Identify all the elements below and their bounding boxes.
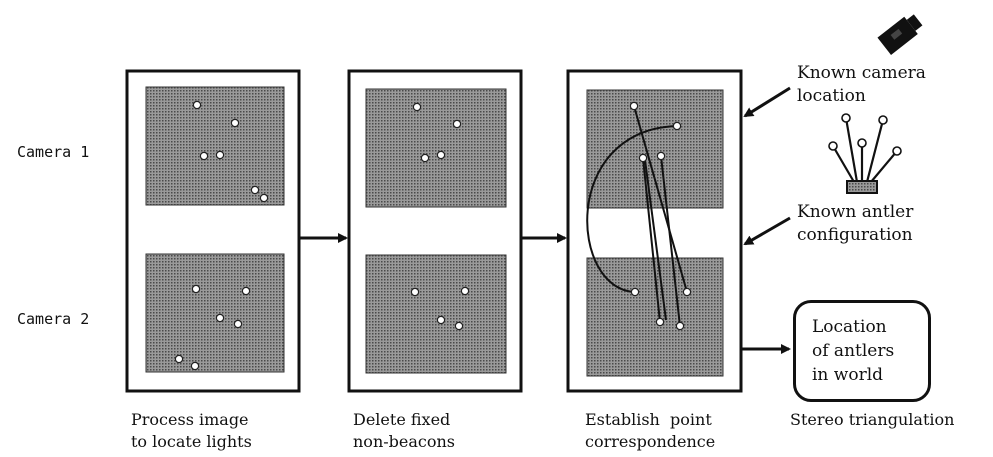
antler-icon	[828, 113, 902, 194]
caption-delete-fixed: Delete fixed non-beacons	[353, 410, 456, 451]
light-points	[174, 100, 269, 371]
panel-correspondence	[566, 69, 743, 393]
note-known-antler-configuration: Known antler configuration	[797, 202, 914, 245]
row-label-camera-1: Camera 1	[17, 143, 90, 161]
caption-correspondence: Establish point correspondence	[585, 410, 716, 451]
correspondence-lines	[586, 105, 688, 327]
caption-process-image: Process image to locate lights	[131, 410, 252, 451]
result-box: Location of antlers in world	[793, 300, 931, 402]
result-text: Location of antlers in world	[812, 317, 895, 385]
arrow-camera-location	[743, 86, 791, 118]
arrow-antler-config	[743, 216, 791, 246]
camera-icon	[877, 14, 923, 55]
panel-process-image	[125, 69, 301, 393]
panel-delete-fixed	[347, 69, 523, 393]
note-known-camera-location: Known camera location	[797, 63, 926, 106]
flow-arrows	[300, 86, 791, 354]
light-points	[629, 101, 692, 331]
row-label-camera-2: Camera 2	[17, 310, 90, 328]
light-points	[410, 102, 470, 331]
caption-stereo-triangulation: Stereo triangulation	[790, 410, 955, 429]
